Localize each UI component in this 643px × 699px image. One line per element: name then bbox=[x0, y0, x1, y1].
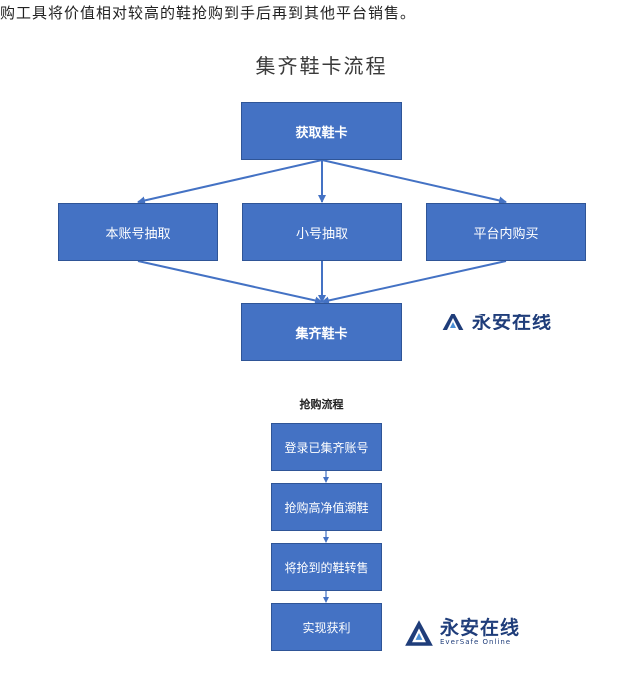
arrow-top-to-right bbox=[321, 159, 507, 205]
diagram1-title: 集齐鞋卡流程 bbox=[255, 54, 388, 78]
step-login-account: 登录已集齐账号 bbox=[271, 423, 382, 471]
arrow-right-to-bottom bbox=[321, 260, 507, 305]
watermark-name-cn: 永安在线 bbox=[472, 314, 553, 330]
watermark-logo-clipped: 永安在线 bbox=[440, 314, 570, 330]
step-make-profit: 实现获利 bbox=[271, 603, 382, 651]
box-get-shoe-card: 获取鞋卡 bbox=[241, 102, 402, 160]
triangle-logo-icon bbox=[442, 314, 464, 330]
intro-text: 购工具将价值相对较高的鞋抢购到手后再到其他平台销售。 bbox=[0, 4, 417, 22]
box-collect-shoe-cards: 集齐鞋卡 bbox=[241, 303, 402, 361]
watermark-logo: 永安在线 EverSafe Online bbox=[404, 618, 520, 647]
step-snap-up-sneakers: 抢购高净值潮鞋 bbox=[271, 483, 382, 531]
step-resell-shoes: 将抢到的鞋转售 bbox=[271, 543, 382, 591]
box-alt-account-draw: 小号抽取 bbox=[242, 203, 402, 261]
arrow-top-to-left bbox=[137, 159, 323, 205]
box-own-account-draw: 本账号抽取 bbox=[58, 203, 218, 261]
arrow-left-to-bottom bbox=[137, 260, 323, 305]
watermark-name-en: EverSafe Online bbox=[440, 638, 512, 646]
triangle-logo-icon bbox=[405, 619, 433, 646]
diagram2-title: 抢购流程 bbox=[299, 398, 344, 411]
watermark-name-cn: 永安在线 bbox=[440, 617, 521, 639]
box-platform-purchase: 平台内购买 bbox=[426, 203, 586, 261]
